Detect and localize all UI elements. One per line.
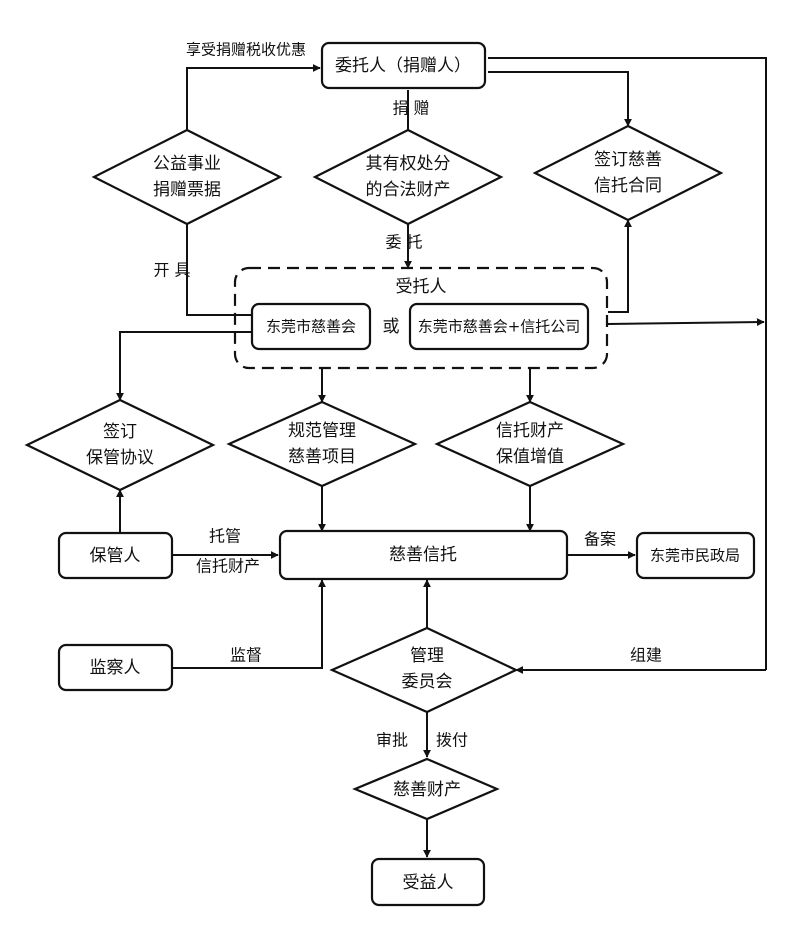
label-record: 备案 — [584, 530, 616, 549]
node-standard-manage: 规范管理 慈善项目 — [226, 400, 418, 488]
charity-property-label: 慈善财产 — [393, 780, 461, 800]
sign-contract-line1: 签订慈善 — [594, 150, 662, 170]
node-custodian: 保管人 — [57, 531, 174, 580]
edge-trustor-to-contract — [488, 71, 632, 127]
node-supervisor: 监察人 — [57, 643, 174, 692]
label-approve: 审批 — [376, 731, 408, 750]
beneficiary-label: 受益人 — [403, 873, 454, 893]
label-custody: 托管 — [209, 527, 241, 546]
edge-right-rail — [488, 57, 767, 670]
node-welfare-receipt: 公益事业 捐赠票据 — [91, 128, 283, 226]
node-sign-trust-contract: 签订慈善 信托合同 — [532, 124, 724, 222]
node-charity-trust: 慈善信托 — [278, 529, 569, 581]
dg-charity-box — [250, 302, 372, 351]
label-supervise: 监督 — [230, 646, 262, 665]
node-charity-property: 慈善财产 — [352, 757, 500, 821]
node-beneficiary: 受益人 — [370, 857, 486, 907]
node-sign-custody: 签订 保管协议 — [24, 398, 216, 492]
connectors — [116, 57, 767, 858]
label-tax-benefit: 享受捐赠税收优惠 — [186, 41, 306, 59]
label-issue: 开 具 — [153, 261, 190, 280]
node-trustor: 委托人（捐赠人） — [320, 41, 487, 90]
standard-manage-line2: 慈善项目 — [288, 447, 356, 467]
label-trust-property: 信托财产 — [196, 557, 260, 576]
edge-trustee-to-contract — [608, 219, 632, 313]
trustor-label: 委托人（捐赠人） — [335, 56, 471, 76]
label-establish: 组建 — [630, 646, 662, 665]
label-entrust: 委 托 — [385, 233, 422, 252]
node-civil-affairs: 东莞市民政局 — [635, 531, 756, 580]
edge-trustee-to-rail — [607, 318, 765, 327]
edge-supervise — [172, 579, 326, 669]
node-trustee-group: 受托人 东莞市慈善会 或 东莞市慈善会+信托公司 — [233, 266, 609, 370]
welfare-receipt-line2: 捐赠票据 — [153, 180, 221, 200]
or-label: 或 — [383, 317, 400, 337]
edge-issue-receipt — [186, 215, 252, 316]
trust-value-line1: 信托财产 — [496, 421, 564, 441]
node-management-committee: 管理 委员会 — [329, 626, 519, 714]
label-donate: 捐 赠 — [392, 99, 429, 118]
label-allocate: 拨付 — [436, 731, 468, 750]
node-trust-value: 信托财产 保值增值 — [434, 400, 626, 488]
custodian-label: 保管人 — [90, 546, 141, 566]
edge-trustee-to-custody — [116, 331, 252, 401]
committee-line1: 管理 — [410, 646, 444, 666]
charity-trust-label: 慈善信托 — [389, 545, 457, 565]
civil-affairs-label: 东莞市民政局 — [650, 547, 740, 565]
dg-charity-label: 东莞市慈善会 — [266, 318, 356, 336]
sign-contract-line2: 信托合同 — [594, 176, 662, 196]
dg-charity-trust-label: 东莞市慈善会+信托公司 — [418, 318, 581, 336]
edge-receipt-to-trustor — [186, 64, 321, 140]
committee-line2: 委员会 — [402, 672, 453, 692]
trust-value-line2: 保值增值 — [496, 447, 564, 467]
node-legal-property: 其有权处分 的合法财产 — [312, 128, 504, 226]
sign-custody-line1: 签订 — [103, 422, 137, 442]
legal-property-line1: 其有权处分 — [366, 154, 451, 174]
standard-manage-line1: 规范管理 — [288, 421, 356, 441]
supervisor-label: 监察人 — [90, 658, 141, 678]
sign-custody-line2: 保管协议 — [86, 448, 154, 468]
dg-charity-trust-box — [408, 302, 590, 351]
welfare-receipt-line1: 公益事业 — [153, 154, 221, 174]
legal-property-line2: 的合法财产 — [366, 180, 451, 200]
trustee-label: 受托人 — [396, 277, 447, 297]
edge-labels: 享受捐赠税收优惠 捐 赠 委 托 开 具 托管 信托财产 备案 监督 组建 审批… — [153, 41, 662, 750]
